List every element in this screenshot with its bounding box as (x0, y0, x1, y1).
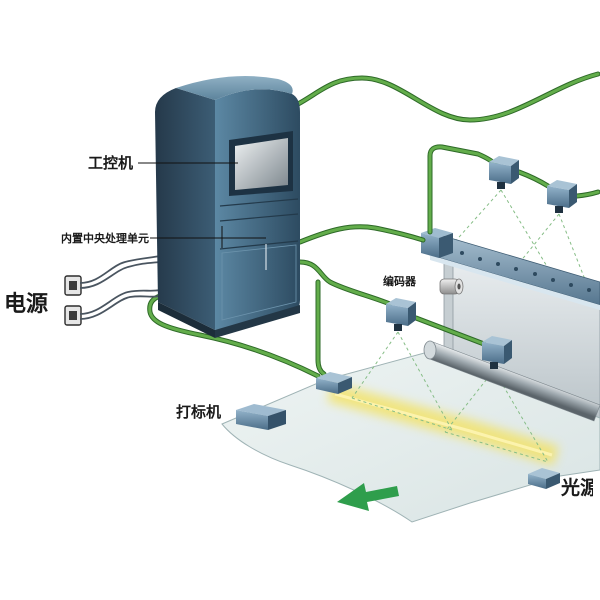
machine-frame-post (443, 253, 454, 351)
cable-pc-to-cameras (296, 72, 600, 122)
light-source-box (316, 372, 352, 394)
encoder (439, 278, 464, 295)
light-source-box (528, 468, 560, 489)
label-cpu-unit: 内置中央处理单元 (61, 231, 149, 245)
light-bar-end-cap (421, 228, 453, 258)
roller (423, 340, 600, 422)
monitor-screen (235, 138, 288, 190)
camera-icon (489, 156, 519, 189)
cable-pc-to-camera-3 (298, 260, 392, 306)
power-outlet-icon (64, 305, 82, 326)
light-bar-leds (460, 251, 591, 292)
cable-pc-to-light-bar (298, 225, 425, 244)
inspection-light-line (334, 392, 553, 457)
label-encoder: 编码器 (383, 274, 417, 288)
label-power: 电源 (4, 292, 48, 317)
cabinet-grooves (219, 198, 299, 250)
marking-machine (236, 404, 286, 430)
cabinet-front (215, 89, 300, 330)
signal-cables (148, 72, 600, 378)
top-light-bar (421, 228, 600, 310)
cabinet-top (176, 76, 293, 100)
cable-bar-to-camera-1 (428, 145, 499, 234)
cable-to-light-source (316, 280, 326, 376)
cabinet-base-front (215, 305, 300, 338)
cable-pc-to-marker-line (148, 294, 320, 378)
cable-camera-1-to-camera-2 (517, 170, 550, 188)
label-light-source-clip: 光源 (560, 476, 599, 499)
label-light-source: 光源 (560, 476, 599, 499)
cabinet-side (155, 88, 215, 330)
conveyor-sheet (221, 351, 600, 523)
industrial-pc-cabinet (155, 76, 300, 338)
power-cords (79, 255, 161, 320)
label-marker: 打标机 (176, 403, 221, 421)
cable-camera-2-out (575, 190, 600, 198)
cabinet-base-side (158, 302, 215, 338)
cabinet-door (221, 244, 297, 321)
power-outlet-icon (64, 275, 82, 296)
camera-icon (386, 298, 416, 331)
cable-camera-3-to-camera-4 (414, 316, 486, 346)
leader-cpu-unit (150, 226, 266, 248)
camera-icon (547, 180, 577, 213)
camera-icon (482, 336, 512, 369)
direction-arrow-icon (337, 483, 399, 511)
label-industrial-pc: 工控机 (88, 154, 133, 172)
